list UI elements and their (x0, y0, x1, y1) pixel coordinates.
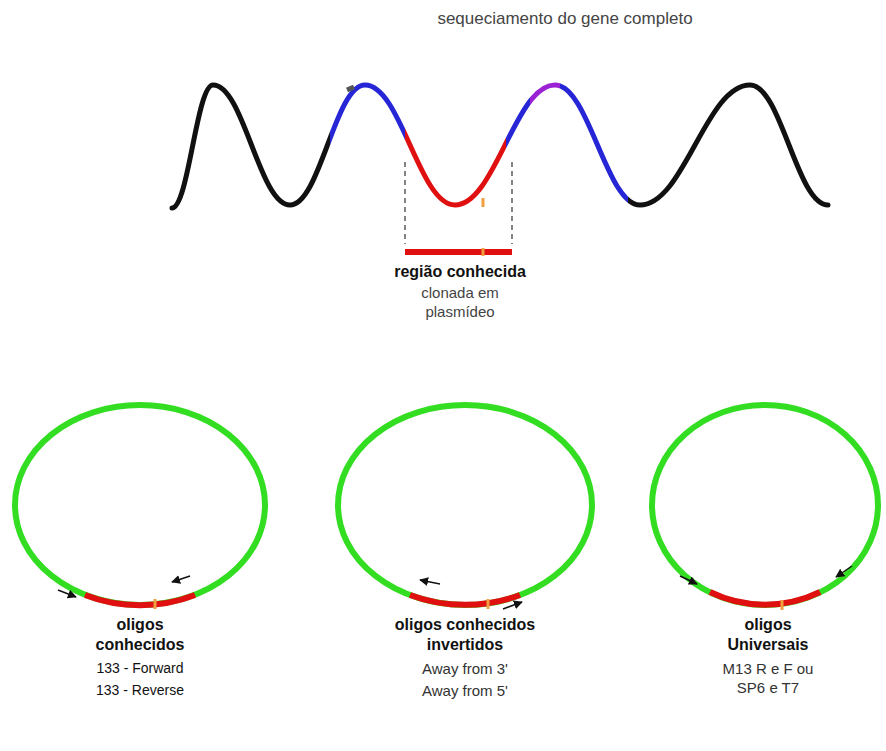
plasmid (652, 405, 878, 605)
primer-name: M13 R e F ou SP6 e T7 (712, 660, 824, 698)
insert-mark (154, 599, 157, 609)
primer-name: Away from 3' (422, 660, 508, 679)
insert-mark (781, 600, 784, 610)
primer-arrow (680, 576, 697, 584)
plasmid (15, 405, 265, 605)
guide-line (404, 162, 405, 244)
region-heading: região conhecida (394, 262, 526, 282)
primer-name: 133 - Reverse (96, 682, 184, 700)
insert (410, 595, 520, 605)
primer-name: Away from 5' (422, 682, 508, 701)
guide-line (511, 162, 512, 244)
gene-region-blue (330, 85, 405, 208)
region-note: clonada em plasmídeo (410, 284, 510, 322)
primer-arrow (58, 590, 76, 597)
primer-arrow (420, 580, 440, 584)
primer-heading: oligos Universais (718, 615, 818, 655)
insert-mark (487, 599, 490, 609)
primer-arrow (503, 602, 522, 609)
gene-curve (172, 85, 828, 208)
gene-region-blue (560, 85, 628, 208)
primer-arrow (172, 576, 190, 582)
bar-mark (482, 248, 485, 256)
gene-region-blue (506, 85, 530, 208)
gene-mark (347, 87, 354, 90)
insert (710, 592, 820, 605)
gene-mark (482, 198, 485, 207)
primer-name: 133 - Forward (96, 660, 183, 678)
gene-flank-right (628, 85, 828, 208)
plasmid (338, 405, 592, 605)
known-region-bar (405, 249, 512, 255)
insert (85, 595, 195, 605)
gene-known-region (405, 85, 506, 208)
primer-heading: oligos conhecidos invertidos (375, 615, 555, 655)
diagram-title: sequeciamento do gene completo (437, 8, 692, 29)
gene-flank-left (172, 85, 330, 208)
gene-region-purple (530, 85, 560, 208)
primer-heading: oligos conhecidos (84, 615, 196, 655)
primer-arrow (836, 566, 852, 577)
